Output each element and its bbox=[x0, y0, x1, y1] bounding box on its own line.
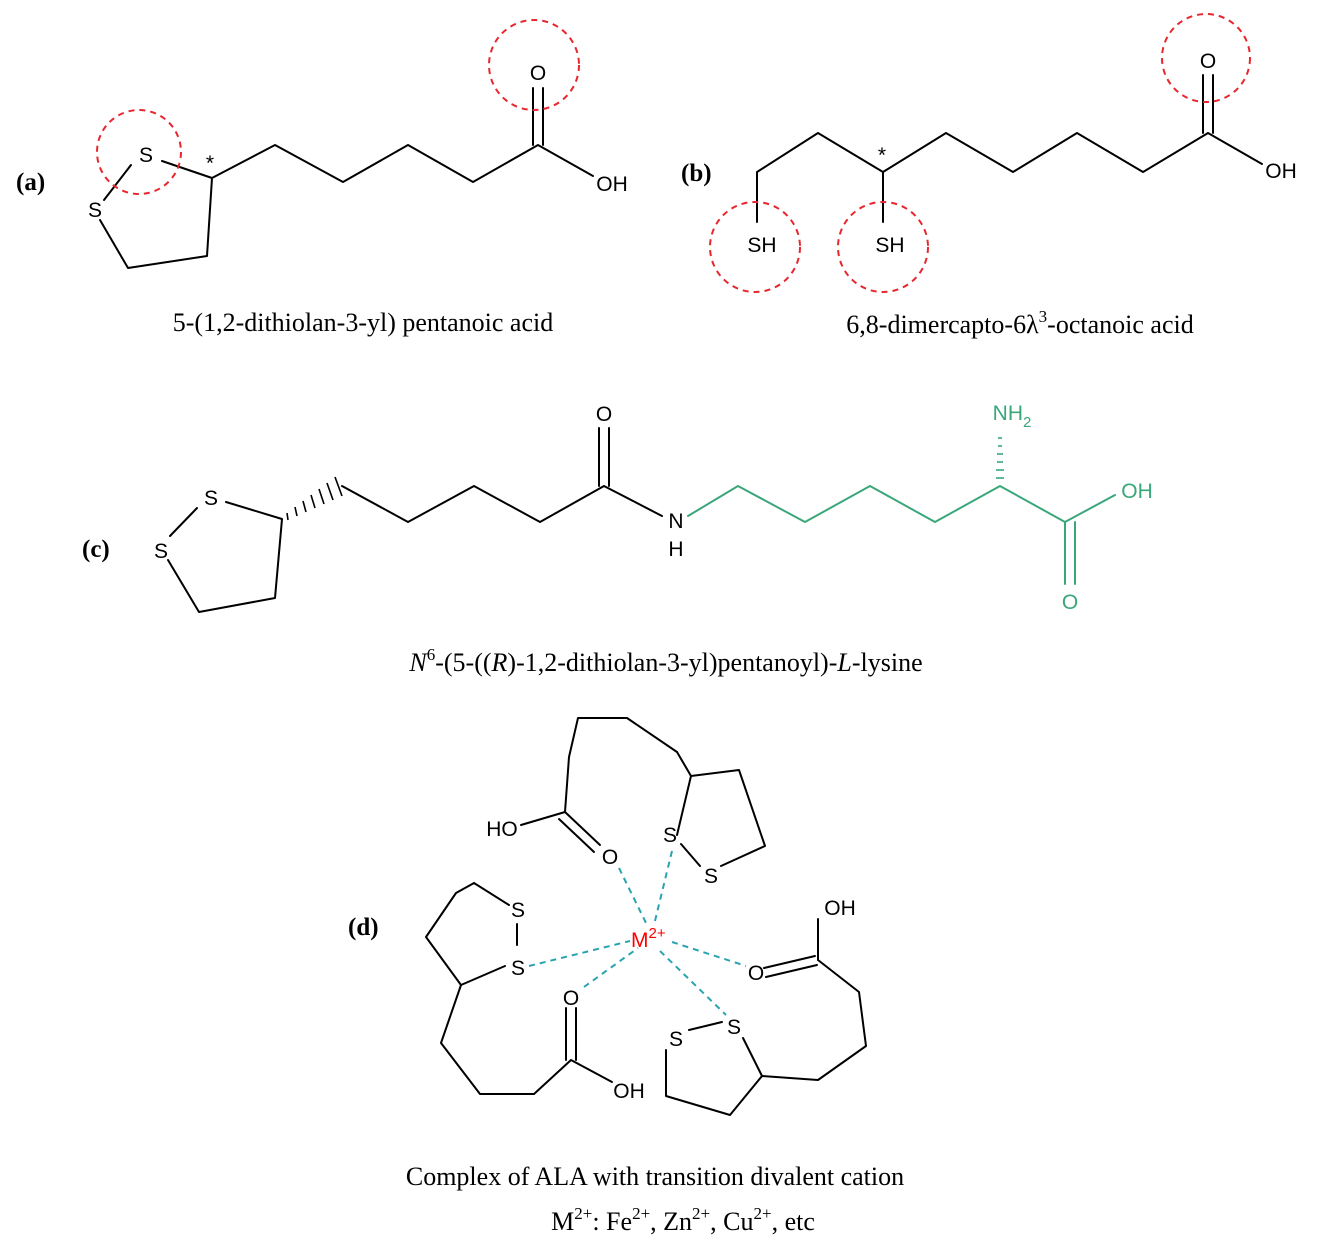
panel-d-coord-o-top bbox=[618, 867, 648, 926]
panel-c-hashed-wedge-amine bbox=[996, 437, 1004, 479]
panel-d-coord-o-right bbox=[671, 941, 747, 967]
panel-d-left-chain bbox=[440, 984, 613, 1095]
panel-d-top-carbonyl bbox=[558, 811, 601, 853]
panel-d-coord-s-top bbox=[653, 850, 673, 926]
panel-c-lysine-chain bbox=[687, 485, 1116, 585]
panel-c-n: N bbox=[668, 510, 683, 533]
panel-d-coord-s-bottom bbox=[659, 950, 727, 1016]
panel-c-nh2: NH2 bbox=[993, 402, 1032, 431]
panel-a-oh: OH bbox=[596, 173, 628, 196]
panel-d-o-right: O bbox=[748, 962, 764, 985]
panel-d-caption-line2: M2+: Fe2+, Zn2+, Cu2+, etc bbox=[551, 1204, 815, 1236]
panel-d-left-ring bbox=[425, 882, 518, 986]
panel-b: (b) SH SH O OH * 6,8-dimercapto-6λ3-octa… bbox=[681, 13, 1297, 339]
panel-c-amide-carbonyl bbox=[598, 427, 610, 487]
panel-a-o: O bbox=[530, 62, 546, 85]
panel-c-s1: S bbox=[204, 487, 218, 510]
panel-c-s2: S bbox=[154, 540, 168, 563]
panel-a-label: (a) bbox=[16, 169, 45, 196]
panel-a-carbonyl bbox=[532, 87, 544, 146]
panel-c: (c) S S O N H NH2 OH O N6-(5 bbox=[82, 402, 1153, 677]
panel-d-caption-line1: Complex of ALA with transition divalent … bbox=[406, 1162, 904, 1191]
panel-d-ho-top: HO bbox=[486, 818, 518, 841]
panel-a-dithiolane-ring bbox=[99, 160, 213, 269]
panel-b-label: (b) bbox=[681, 160, 712, 187]
panel-b-o: O bbox=[1200, 50, 1216, 73]
panel-c-chain bbox=[341, 485, 663, 523]
panel-a-highlight-carbonyl bbox=[488, 19, 580, 111]
panel-b-sh2: SH bbox=[875, 234, 904, 257]
panel-a-s1: S bbox=[139, 144, 153, 167]
panel-d-o-left: O bbox=[563, 987, 579, 1010]
panel-c-hashed-wedge bbox=[286, 476, 343, 521]
panel-d-oh-left: OH bbox=[613, 1080, 645, 1103]
panel-c-o-acid: O bbox=[1062, 591, 1078, 614]
panel-d-right-ala bbox=[665, 918, 867, 1116]
panel-b-chain bbox=[756, 132, 1263, 223]
panel-b-caption: 6,8-dimercapto-6λ3-octanoic acid bbox=[846, 307, 1193, 339]
panel-a: (a) S S O OH * 5-(1,2-dithiolan-3-yl) pe… bbox=[16, 19, 628, 337]
panel-c-label: (c) bbox=[82, 536, 110, 563]
panel-d-label: (d) bbox=[348, 914, 379, 941]
panel-d-top-ala bbox=[520, 717, 766, 867]
panel-d-s-bot2: S bbox=[727, 1016, 741, 1039]
panel-c-oh: OH bbox=[1121, 480, 1153, 503]
panel-b-stereo-star: * bbox=[878, 144, 886, 167]
panel-c-h: H bbox=[668, 538, 683, 561]
panel-b-sh1: SH bbox=[747, 234, 776, 257]
panel-c-o-amide: O bbox=[596, 403, 612, 426]
panel-d-s-top1: S bbox=[663, 824, 677, 847]
panel-a-chain bbox=[211, 144, 594, 183]
panel-b-highlight-carbonyl bbox=[1161, 13, 1251, 103]
panel-b-oh: OH bbox=[1265, 160, 1297, 183]
panel-d-oh-right: OH bbox=[824, 897, 856, 920]
panel-c-dithiolane-ring bbox=[167, 501, 283, 613]
panel-a-highlight-disulfide bbox=[96, 109, 182, 195]
panel-d: (d) HO O S S S S O OH OH O S S M2+ Compl… bbox=[348, 717, 904, 1236]
panel-d-s-bot1: S bbox=[669, 1028, 683, 1051]
panel-d-right-carbonyl bbox=[763, 955, 818, 978]
panel-d-s-top2: S bbox=[704, 865, 718, 888]
panel-a-stereo-star: * bbox=[206, 152, 214, 175]
panel-d-o-top: O bbox=[602, 846, 618, 869]
panel-b-highlight-thiol-2 bbox=[837, 201, 929, 293]
panel-d-coord-o-left bbox=[583, 947, 639, 988]
panel-d-s-left1: S bbox=[511, 899, 525, 922]
panel-d-metal-ion: M2+ bbox=[631, 925, 666, 952]
panel-d-coord-s-left bbox=[528, 940, 631, 967]
panel-a-caption: 5-(1,2-dithiolan-3-yl) pentanoic acid bbox=[173, 308, 553, 337]
panel-d-s-left2: S bbox=[511, 957, 525, 980]
panel-b-highlight-thiol-1 bbox=[709, 201, 801, 293]
panel-c-caption: N6-(5-((R)-1,2-dithiolan-3-yl)pentanoyl)… bbox=[408, 645, 922, 677]
panel-a-s2: S bbox=[88, 199, 102, 222]
panel-b-carbonyl bbox=[1202, 74, 1214, 134]
